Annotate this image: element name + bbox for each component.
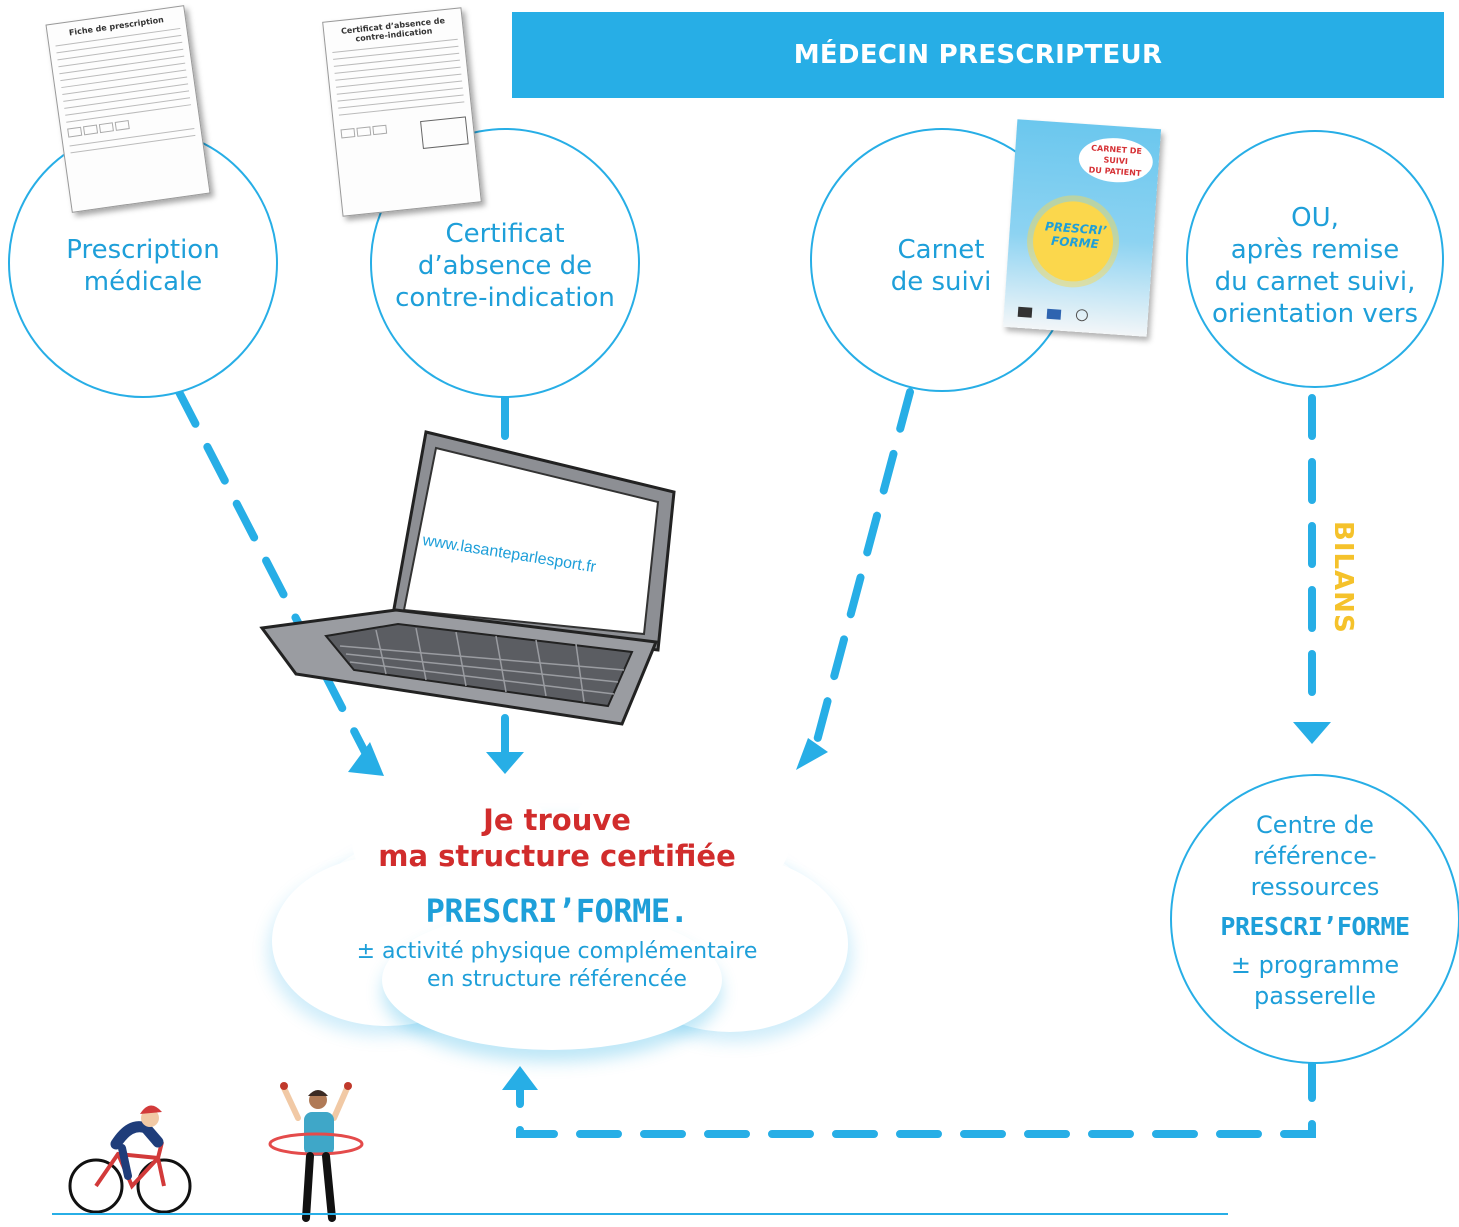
circle-centre-sub: ± programme passerelle [1230,951,1400,1010]
certificate-form-image: Certificat d’absence de contre-indicatio… [322,7,482,217]
circle-centre-brand: PRESCRI’FORME [1220,912,1410,941]
cyclist-icon [68,1105,192,1214]
bilans-label: BILANS [1328,520,1358,634]
hula-hoop-person-icon [268,1082,364,1222]
partner-logos-icon [1017,302,1134,322]
arrow-carnet-head [796,738,828,770]
arrow-prescription-head [348,742,384,776]
header-banner: MÉDECIN PRESCRIPTEUR [512,12,1444,98]
circle-carnet-label: Carnet de suivi [890,235,992,297]
arrow-return-line [516,1056,1316,1138]
circle-prescription-label: Prescription médicale [66,235,220,297]
ground-line [52,1213,1228,1215]
circle-certificat-label: Certificat d’absence de contre-indicatio… [395,219,615,313]
header-title: MÉDECIN PRESCRIPTEUR [793,40,1163,70]
arrow-prescription-line [174,386,372,762]
booklet-title: PRESCRI’ FORME [1044,219,1108,252]
arrow-return-head [502,1066,538,1090]
cloud-heading: Je trouve ma structure certifiée [378,803,736,873]
arrow-carnet-line [810,388,914,756]
prescription-form-image: Fiche de prescription [45,5,211,213]
circle-centre [1170,774,1459,1064]
arrow-certificat-head [486,752,524,774]
circle-orientation [1186,130,1444,388]
booklet-tag: CARNET DE SUIVI DU PATIENT [1077,135,1155,185]
circle-orientation-label: OU, après remise du carnet suivi, orient… [1211,203,1419,329]
cloud-brand: PRESCRI’FORME. [425,892,689,930]
cloud-subtext: ± activité physique complémentaire en st… [356,939,758,992]
arrow-bilans-head [1293,722,1331,744]
laptop-image [259,430,676,726]
result-cloud [272,760,848,1050]
patient-booklet-image: CARNET DE SUIVI DU PATIENT PRESCRI’ FORM… [1002,119,1162,337]
circle-centre-label: Centre de référence- ressources [1250,811,1380,901]
